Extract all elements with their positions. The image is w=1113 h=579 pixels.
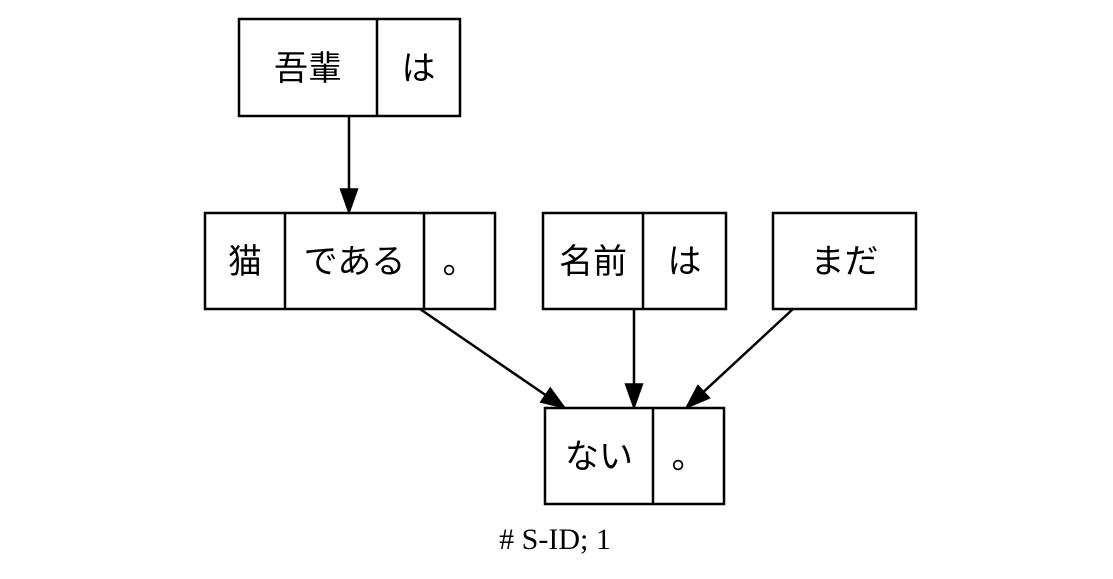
edges: [339, 116, 794, 411]
node-cell-text: は: [668, 242, 702, 282]
node-cell-text: は: [402, 49, 436, 89]
node-cell-text: 猫: [228, 242, 262, 282]
edge-line: [419, 307, 547, 397]
edge-line: [702, 308, 794, 393]
sentence-id-caption: # S-ID; 1: [499, 523, 611, 556]
node-mada: まだ: [771, 211, 918, 311]
node-box: [771, 211, 918, 311]
node-cell-text: 名前: [559, 242, 627, 282]
node-nai: ない 。: [543, 406, 726, 506]
node-box: [541, 211, 728, 311]
node-cell-text: 。: [443, 242, 477, 282]
node-cell-text: まだ: [811, 242, 879, 282]
node-neko: 猫 である 。: [203, 211, 497, 311]
node-cell-text: ない: [565, 437, 633, 477]
edge-neko-to-nai: [419, 307, 567, 410]
node-cell-text: 。: [672, 437, 706, 477]
arrowhead: [684, 384, 711, 410]
edge-namae-to-nai: [624, 309, 644, 411]
edge-mada-to-nai: [684, 308, 794, 410]
node-box: [543, 406, 726, 506]
node-namae: 名前 は: [541, 211, 728, 311]
node-cell-text: である: [304, 242, 406, 282]
arrowhead: [339, 188, 359, 216]
node-box: [237, 17, 462, 118]
arrowhead: [539, 386, 567, 410]
node-cell-text: 吾輩: [274, 49, 342, 89]
edge-wagahai-to-neko: [339, 116, 359, 216]
arrowhead: [624, 383, 644, 411]
node-box: [203, 211, 497, 311]
node-wagahai: 吾輩 は: [237, 17, 462, 118]
